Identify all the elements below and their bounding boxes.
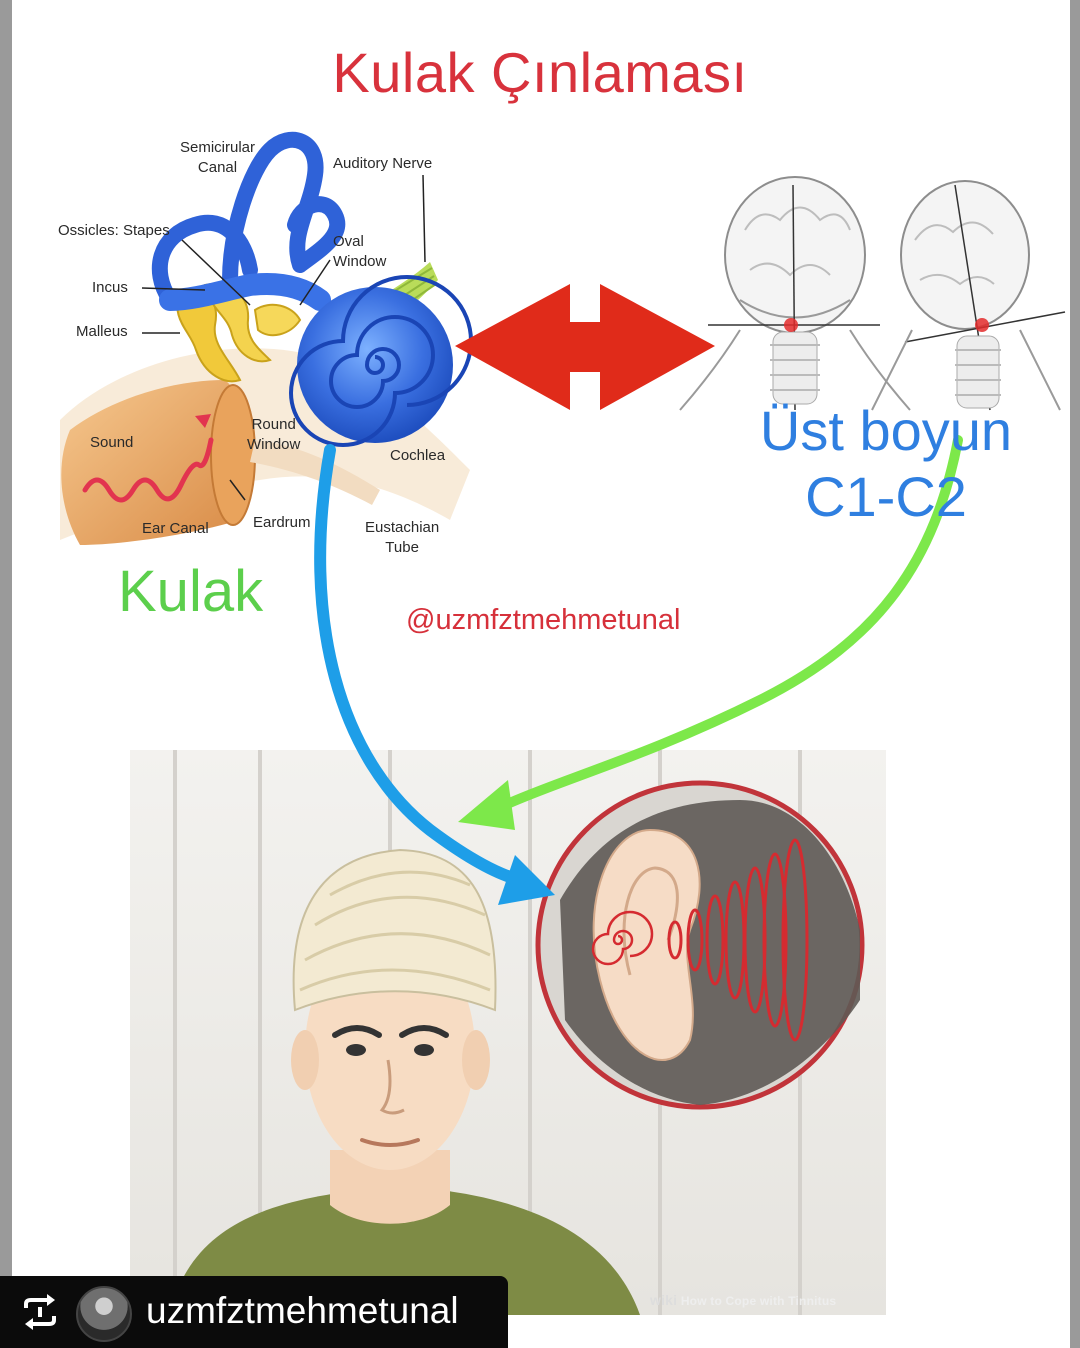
blue-curved-arrow: [314, 444, 555, 905]
label-cochlea: Cochlea: [390, 447, 446, 464]
upper-neck-label: Üst boyun C1-C2: [759, 399, 1013, 528]
repost-username[interactable]: uzmfztmehmetunal: [146, 1290, 459, 1331]
label-ear-canal: Ear Canal: [142, 520, 209, 537]
label-semicircular: Semicirular Canal: [180, 139, 256, 176]
avatar[interactable]: [76, 1286, 132, 1342]
label-eardrum: Eardrum: [253, 514, 311, 531]
skull-tilted-view: [871, 180, 1066, 411]
ear-zoom-circle: [535, 780, 865, 1110]
tinnitus-illustration: [130, 750, 886, 1315]
repost-bar[interactable]: uzmfztmehmetunal: [0, 1276, 508, 1348]
semicircular-canal-shape: [151, 131, 346, 308]
label-incus: Incus: [92, 279, 128, 296]
green-curved-arrow: [458, 435, 963, 830]
wikihow-caption: wiki How to Cope with Tinnitus: [650, 1292, 837, 1308]
label-eustachian-tube: Eustachian Tube: [365, 519, 440, 556]
red-double-arrow: [455, 284, 715, 410]
head-bandage: [292, 848, 497, 1012]
stapes-shape: [253, 303, 302, 337]
sound-wave: [82, 437, 214, 503]
ear-caption: Kulak: [118, 559, 264, 624]
label-sound: Sound: [90, 434, 134, 451]
upper-neck-diagram: [679, 176, 1066, 411]
label-auditory-nerve: Auditory Nerve: [333, 155, 433, 172]
label-malleus: Malleus: [76, 323, 128, 340]
page-title: Kulak Çınlaması: [332, 41, 748, 104]
eustachian-tube-shape: [250, 440, 380, 505]
repost-icon[interactable]: [20, 1294, 60, 1330]
author-handle: @uzmfztmehmetunal: [406, 604, 681, 636]
skull-front-view: [679, 176, 911, 411]
cochlea-shape: [289, 275, 473, 447]
label-ossicles-stapes: Ossicles: Stapes: [58, 222, 170, 239]
label-oval-window: Oval Window: [333, 233, 387, 270]
ear-anatomy-diagram: [60, 131, 473, 545]
label-round-window: Round Window: [247, 416, 301, 453]
